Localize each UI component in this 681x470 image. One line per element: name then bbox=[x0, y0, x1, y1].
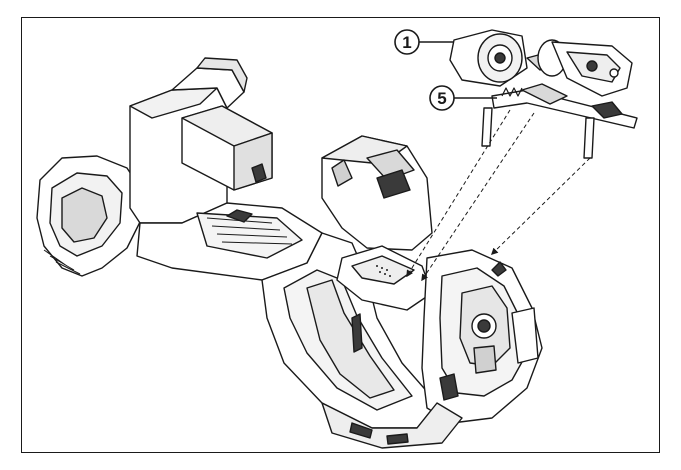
figure-frame: 1 5 bbox=[21, 17, 660, 453]
callout-1-label: 1 bbox=[402, 33, 411, 52]
chassis-body bbox=[36, 57, 543, 449]
bracket-pin-left bbox=[481, 107, 493, 147]
dashed-guide-arrow-1 bbox=[406, 109, 511, 278]
bracket-pin-right bbox=[583, 117, 595, 159]
assembly-diagram: 1 5 bbox=[36, 29, 638, 449]
callout-5: 5 bbox=[429, 85, 497, 111]
mounting-bracket bbox=[481, 83, 638, 159]
dashed-guide-arrow-3 bbox=[490, 157, 591, 255]
callout-1: 1 bbox=[394, 29, 454, 55]
dashed-guide-arrow-2 bbox=[421, 112, 535, 282]
callout-5-label: 5 bbox=[437, 89, 446, 108]
motor-assembly bbox=[449, 29, 633, 97]
